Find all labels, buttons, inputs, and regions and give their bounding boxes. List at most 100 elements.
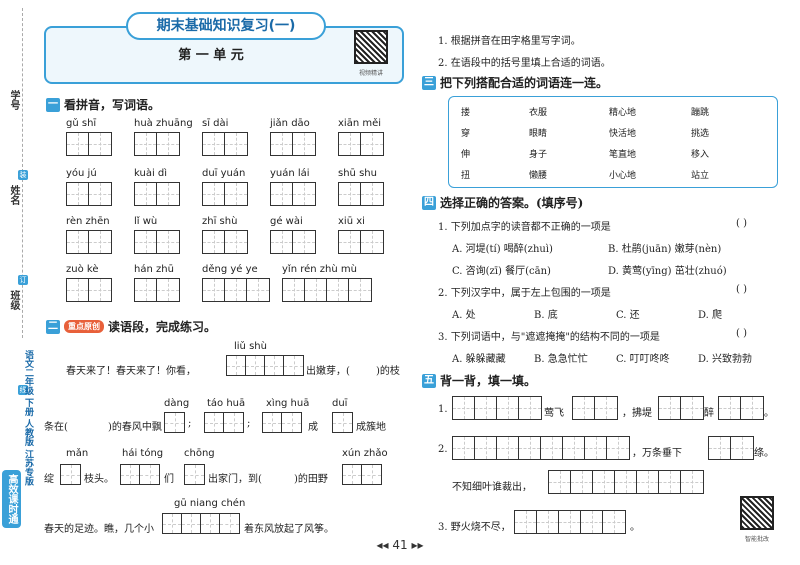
- left-page: 期末基础知识复习(一) 第 一 单 元 视频精讲 一 看拼音，写词语。 二 重点…: [44, 8, 404, 553]
- writing-boxes[interactable]: [338, 230, 384, 254]
- writing-boxes[interactable]: [134, 278, 180, 302]
- match-word[interactable]: 衣服: [529, 108, 548, 118]
- section-title: 读语段，完成练习。: [108, 320, 217, 334]
- cut-mark: 线: [18, 385, 28, 395]
- section-3-heading: 三 把下列搭配合适的词语连一连。: [422, 74, 608, 91]
- qr-code-icon[interactable]: [740, 496, 774, 530]
- writing-boxes[interactable]: [66, 230, 112, 254]
- section-5-heading: 五 背一背，填一填。: [422, 372, 536, 389]
- writing-boxes[interactable]: [452, 396, 542, 420]
- writing-boxes[interactable]: [572, 396, 618, 420]
- match-word[interactable]: 小心地: [609, 171, 637, 181]
- writing-boxes[interactable]: [226, 355, 304, 376]
- writing-boxes[interactable]: [164, 412, 185, 433]
- match-word[interactable]: 笔直地: [609, 150, 637, 160]
- writing-boxes[interactable]: [514, 510, 626, 534]
- match-word[interactable]: 穿: [461, 129, 471, 139]
- match-word[interactable]: 移入: [691, 150, 710, 160]
- pinyin: sī dài: [202, 118, 229, 129]
- pinyin: zhī shù: [202, 216, 238, 227]
- match-word[interactable]: 扭: [461, 171, 471, 181]
- writing-boxes[interactable]: [134, 132, 180, 156]
- pinyin: táo huā: [207, 398, 246, 409]
- writing-boxes[interactable]: [262, 412, 302, 433]
- pinyin: yuán lái: [270, 168, 310, 179]
- passage-text: 春天来了！春天来了！你看，: [66, 366, 196, 377]
- question-text: 2. 下列汉字中，属于左上包围的一项是: [438, 288, 611, 299]
- match-word[interactable]: 挑选: [691, 129, 710, 139]
- passage-text: 成: [308, 422, 318, 433]
- pinyin: huà zhuāng: [134, 118, 193, 129]
- writing-boxes[interactable]: [658, 396, 704, 420]
- section-number: 五: [422, 373, 436, 388]
- pinyin: duī: [332, 398, 348, 409]
- writing-boxes[interactable]: [60, 464, 81, 485]
- writing-boxes[interactable]: [270, 230, 316, 254]
- passage-text: 出嫩芽，(: [306, 366, 350, 377]
- tag-badge: 重点原创: [64, 320, 104, 333]
- option: B. 急急忙忙: [534, 354, 588, 365]
- poem-text: 莺飞: [544, 408, 564, 419]
- writing-boxes[interactable]: [204, 412, 244, 433]
- answer-paren[interactable]: ( ): [736, 328, 747, 339]
- writing-boxes[interactable]: [162, 513, 240, 534]
- match-word[interactable]: 懒腰: [529, 171, 548, 181]
- match-word[interactable]: 搂: [461, 108, 471, 118]
- writing-boxes[interactable]: [66, 132, 112, 156]
- match-word[interactable]: 身子: [529, 150, 548, 160]
- answer-paren[interactable]: ( ): [736, 284, 747, 295]
- writing-boxes[interactable]: [120, 464, 160, 485]
- qr-label: 智能批改: [744, 536, 769, 543]
- qr-label: 视频精讲: [358, 70, 383, 77]
- writing-boxes[interactable]: [338, 132, 384, 156]
- writing-boxes[interactable]: [708, 436, 754, 460]
- writing-boxes[interactable]: [270, 182, 316, 206]
- qr-code-icon[interactable]: [354, 30, 388, 64]
- writing-boxes[interactable]: [282, 278, 372, 302]
- match-word[interactable]: 快活地: [609, 129, 637, 139]
- writing-boxes[interactable]: [66, 278, 112, 302]
- match-word[interactable]: 蹦跳: [691, 108, 710, 118]
- matching-box: 搂穿伸扭 衣服眼睛身子懒腰 精心地快活地笔直地小心地 蹦跳挑选移入站立: [448, 96, 778, 188]
- writing-boxes[interactable]: [202, 182, 248, 206]
- match-word[interactable]: 伸: [461, 150, 471, 160]
- option: A. 处: [452, 310, 476, 321]
- page-number-value: 41: [392, 538, 408, 552]
- writing-boxes[interactable]: [66, 182, 112, 206]
- section-2-heading: 二 重点原创 读语段，完成练习。: [46, 318, 216, 335]
- writing-boxes[interactable]: [452, 436, 630, 460]
- match-word[interactable]: 精心地: [609, 108, 637, 118]
- writing-boxes[interactable]: [718, 396, 764, 420]
- pinyin: xìng huā: [266, 398, 310, 409]
- writing-boxes[interactable]: [202, 278, 270, 302]
- match-word[interactable]: 站立: [691, 171, 710, 181]
- writing-boxes[interactable]: [202, 230, 248, 254]
- question-text: 3. 下列词语中，与"遮遮掩掩"的结构不同的一项是: [438, 332, 660, 343]
- pinyin: gū niang chén: [174, 498, 246, 509]
- series-logo: 高效课时通: [2, 470, 21, 528]
- writing-boxes[interactable]: [134, 230, 180, 254]
- option: D. 兴致勃勃: [698, 354, 753, 365]
- section-number: 三: [422, 75, 436, 90]
- answer-paren[interactable]: ( ): [736, 218, 747, 229]
- writing-boxes[interactable]: [342, 464, 382, 485]
- poem-text: 不知细叶谁裁出，: [452, 482, 532, 493]
- match-word[interactable]: 眼睛: [529, 129, 548, 139]
- writing-boxes[interactable]: [332, 412, 353, 433]
- instruction-text: 2. 在语段中的括号里填上合适的词语。: [438, 58, 611, 69]
- cut-mark: 订: [18, 275, 28, 285]
- section-number: 一: [46, 97, 60, 112]
- instruction-text: 1. 根据拼音在田字格里写字词。: [438, 36, 581, 47]
- writing-boxes[interactable]: [548, 470, 704, 494]
- writing-boxes[interactable]: [184, 464, 205, 485]
- section-title: 背一背，填一填。: [440, 374, 537, 388]
- binding-margin: 学号 姓名 班级 装 订 线 高效课时通 语文二年级 下册 人教版 江苏专版: [0, 0, 42, 565]
- writing-boxes[interactable]: [338, 182, 384, 206]
- section-title: 选择正确的答案。(填序号): [440, 196, 584, 210]
- option: D. 黄莺(yīng) 茁壮(zhuó): [608, 266, 727, 277]
- passage-text: 着东风放起了风筝。: [244, 524, 334, 535]
- writing-boxes[interactable]: [270, 132, 316, 156]
- option: C. 还: [616, 310, 640, 321]
- writing-boxes[interactable]: [202, 132, 248, 156]
- writing-boxes[interactable]: [134, 182, 180, 206]
